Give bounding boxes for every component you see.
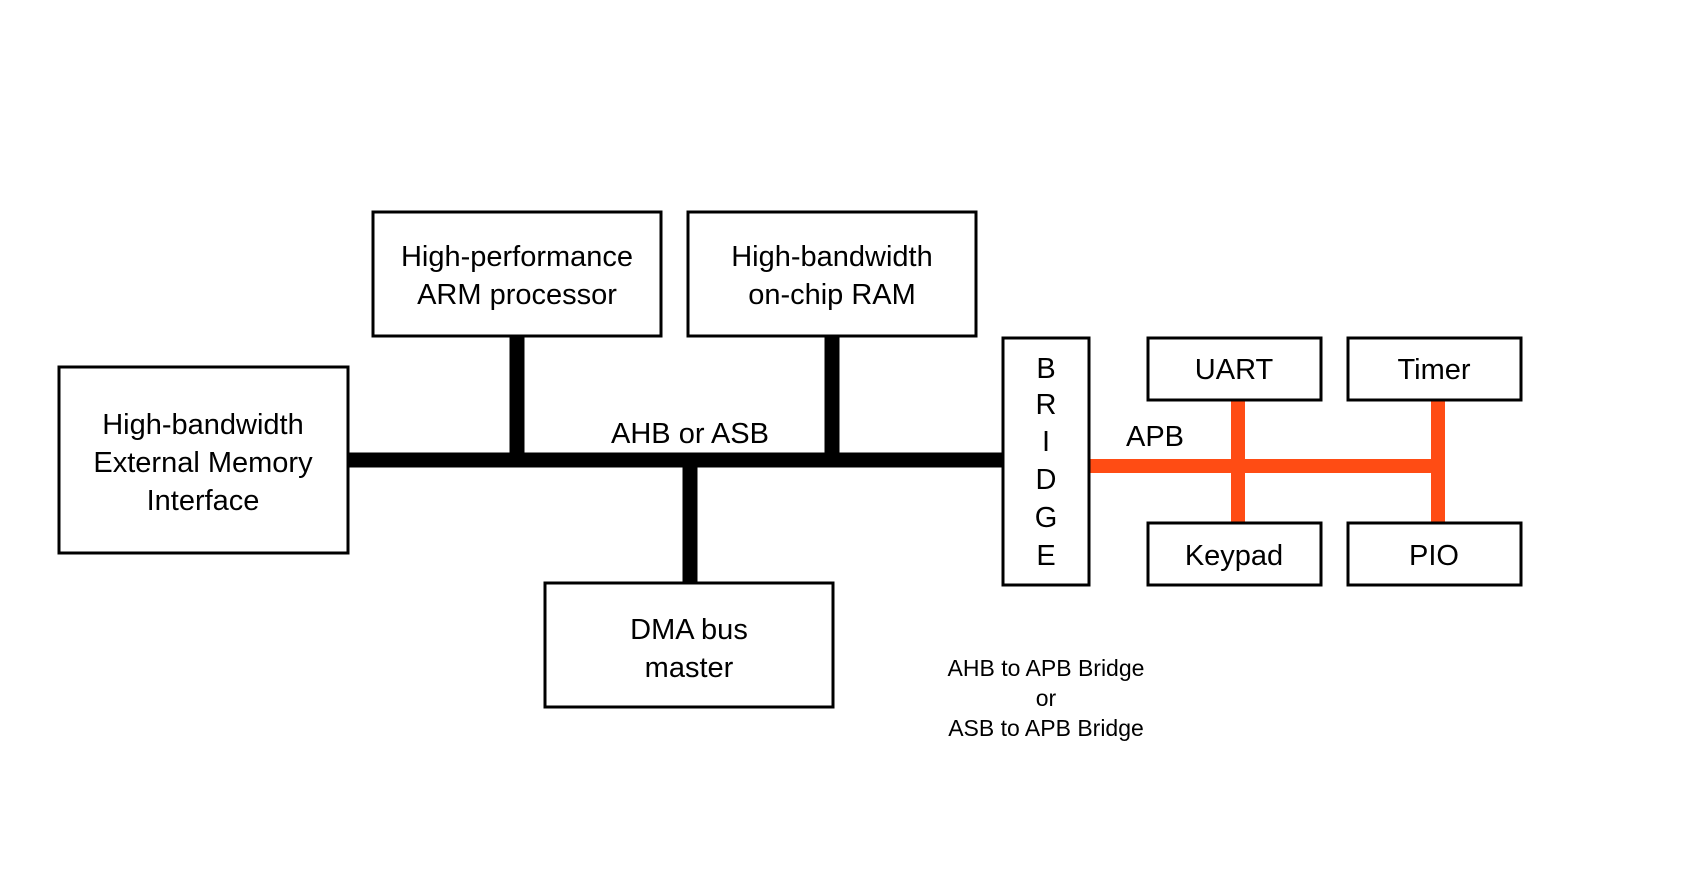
dma-bus-master-block: DMA bus master xyxy=(543,581,835,709)
bridge-caption: AHB to APB Bridge or ASB to APB Bridge xyxy=(948,655,1145,741)
pio-box xyxy=(1346,521,1523,587)
keypad-label: Keypad xyxy=(1185,540,1283,572)
keypad-block: Keypad xyxy=(1146,521,1323,587)
pio-label: PIO xyxy=(1409,540,1459,572)
external-memory-label-2: External Memory xyxy=(93,447,313,479)
onchip-ram-label-2: on-chip RAM xyxy=(748,279,916,311)
timer-label: Timer xyxy=(1397,354,1470,386)
bridge-block: B R I D G E xyxy=(1001,336,1091,587)
bridge-letter-r: R xyxy=(1036,389,1057,421)
ahb-asb-bus xyxy=(348,336,1008,583)
uart-label: UART xyxy=(1195,354,1274,386)
bridge-caption-line-2: or xyxy=(1036,685,1057,711)
external-memory-box xyxy=(57,365,350,555)
arm-processor-label-2: ARM processor xyxy=(417,279,617,311)
keypad-box xyxy=(1146,521,1323,587)
external-memory-label-3: Interface xyxy=(147,485,260,517)
timer-box xyxy=(1346,336,1523,402)
bridge-letter-i: I xyxy=(1042,426,1050,458)
bridge-letter-b: B xyxy=(1036,353,1055,385)
dma-bus-master-box xyxy=(543,581,835,709)
uart-block: UART xyxy=(1146,336,1323,402)
bridge-letter-e: E xyxy=(1036,540,1055,572)
uart-box xyxy=(1146,336,1323,402)
bridge-caption-line-1: AHB to APB Bridge xyxy=(948,655,1145,681)
bridge-box xyxy=(1001,336,1091,587)
arm-processor-label-1: High-performance xyxy=(401,241,633,273)
onchip-ram-block: High-bandwidth on-chip RAM xyxy=(686,210,978,338)
dma-bus-master-label-2: master xyxy=(645,652,734,684)
arm-processor-box xyxy=(371,210,663,338)
dma-bus-master-label-1: DMA bus xyxy=(630,614,748,646)
timer-block: Timer xyxy=(1346,336,1523,402)
ahb-asb-bus-label: AHB or ASB xyxy=(611,418,769,450)
arm-processor-block: High-performance ARM processor xyxy=(371,210,663,338)
pio-block: PIO xyxy=(1346,521,1523,587)
onchip-ram-label-1: High-bandwidth xyxy=(731,241,933,273)
bridge-caption-line-3: ASB to APB Bridge xyxy=(948,715,1144,741)
apb-bus-label: APB xyxy=(1126,421,1184,453)
onchip-ram-box xyxy=(686,210,978,338)
apb-bus xyxy=(1076,400,1445,523)
bridge-letter-g: G xyxy=(1035,502,1058,534)
external-memory-label-1: High-bandwidth xyxy=(102,409,304,441)
external-memory-interface-block: High-bandwidth External Memory Interface xyxy=(57,365,350,555)
bridge-letter-d: D xyxy=(1036,464,1057,496)
